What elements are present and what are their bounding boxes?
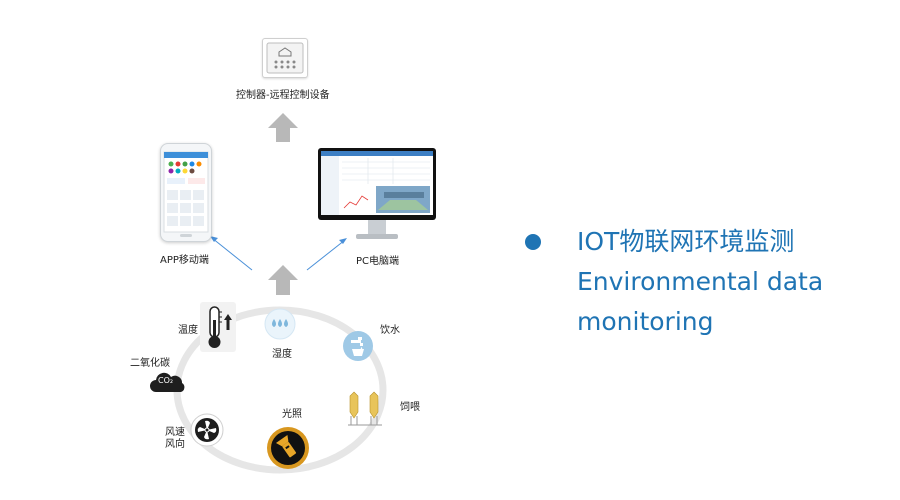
wind-speed-label: 风速 — [165, 427, 185, 438]
link-to-pc — [306, 239, 346, 271]
feeding-label: 饲喂 — [400, 402, 420, 413]
app-label: APP移动端 — [160, 255, 209, 266]
up-arrow-icon — [268, 265, 298, 295]
fan-icon — [190, 413, 224, 451]
monitor-icon — [318, 148, 436, 248]
wind-labels: 风速 风向 — [165, 427, 185, 451]
phone-icon — [160, 143, 212, 242]
headline: IOT物联网环境监测 Environmental data monitoring — [577, 222, 900, 342]
feed-silo-icon — [346, 388, 386, 432]
droplets-icon — [264, 308, 296, 344]
link-to-pc-head — [339, 238, 347, 244]
humidity-label: 湿度 — [272, 349, 292, 360]
controller-icon — [262, 38, 308, 78]
headline-line-1: IOT物联网环境监测 — [577, 227, 795, 256]
controller-label: 控制器-远程控制设备 — [236, 90, 330, 101]
pc-label: PC电脑端 — [356, 256, 400, 267]
up-arrow-icon — [268, 113, 298, 142]
cloud-icon: CO₂ — [148, 370, 188, 400]
bullet-icon — [525, 234, 541, 250]
headline-line-3: monitoring — [577, 307, 714, 336]
thermometer-icon — [200, 302, 236, 356]
headline-line-2: Environmental data — [577, 267, 824, 296]
temperature-label: 温度 — [178, 325, 198, 336]
wind-direction-label: 风向 — [165, 439, 185, 450]
faucet-icon — [342, 330, 374, 366]
lighting-label: 光照 — [282, 409, 302, 420]
link-to-app — [211, 237, 253, 271]
co2-badge: CO₂ — [158, 376, 174, 385]
link-to-app-head — [210, 236, 218, 242]
drinking-label: 饮水 — [380, 325, 400, 336]
flashlight-icon — [266, 426, 310, 474]
co2-label: 二氧化碳 — [130, 358, 170, 369]
